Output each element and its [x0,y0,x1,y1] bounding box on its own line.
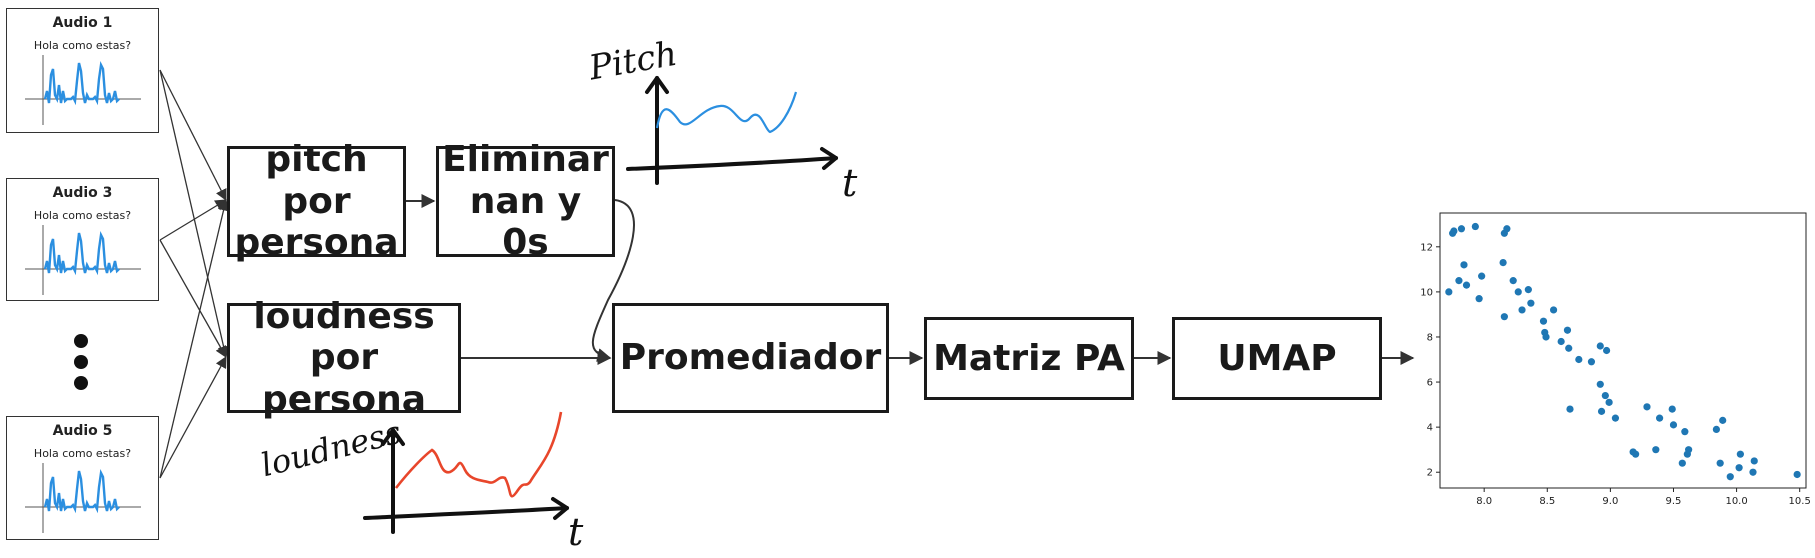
y-tick-label: 10 [1420,287,1433,298]
scatter-point [1632,450,1640,458]
scatter-point [1557,337,1565,346]
pitch-time-label: t [842,161,858,205]
matriz-pa-box[interactable]: Matriz PA [924,317,1134,400]
loudness-time-label: t [568,510,584,554]
umap-box[interactable]: UMAP [1172,317,1382,400]
x-tick-label: 9.5 [1666,496,1682,507]
pipeline-arrows [406,194,1415,365]
y-tick-label: 8 [1427,332,1433,343]
scatter-point [1736,450,1744,458]
loudness-por-persona-box[interactable]: loudness por persona [227,296,461,420]
audio-subtitle: Hola como estas? [33,447,132,460]
scatter-point [1524,286,1532,294]
scatter-point [1597,407,1606,415]
loudness-curve [394,411,563,498]
audio-subtitle: Hola como estas? [33,209,132,222]
waveform-icon [25,463,141,533]
scatter-point [1716,459,1724,467]
plot-frame [1439,212,1807,489]
scatter-point [1575,355,1583,364]
scatter-point [1669,421,1678,429]
pitch-sketch: Pitch t [585,34,858,205]
waveform-icon [25,225,141,295]
fan-in-arrows [159,69,230,479]
ellipsis-dots [74,334,88,390]
scatter-point [1527,299,1535,307]
scatter-point [1478,272,1486,280]
audio-card: Audio 3 Hola como estas? [6,178,159,301]
x-tick-label: 8.5 [1539,496,1555,507]
audio-card: Audio 5 Hola como estas? [6,416,159,540]
scatter-point [1750,457,1758,465]
audio-title: Audio 1 [52,15,113,31]
scatter-point [1587,358,1596,366]
scatter-point [1793,470,1801,479]
loudness-sketch: loudness t [257,411,584,554]
y-tick-label: 4 [1427,423,1433,434]
scatter-point [1455,277,1463,285]
audio-title: Audio 3 [52,185,113,201]
scatter-point [1518,306,1526,314]
scatter-point [1735,464,1743,472]
scatter-point [1549,306,1558,314]
scatter-point [1566,405,1574,413]
scatter-point [1681,428,1689,436]
pitch-curve [655,91,798,134]
scatter-point [1500,313,1508,321]
scatter-point [1678,459,1686,467]
scatter-point [1450,227,1458,235]
scatter-point [1457,225,1466,233]
scatter-point [1712,425,1720,433]
audio-subtitle: Hola como estas? [33,39,132,52]
promediador-box[interactable]: Promediador [612,303,889,413]
scatter-point [1719,416,1727,424]
scatter-point [1445,288,1453,296]
y-tick-label: 6 [1427,378,1433,389]
scatter-point [1656,414,1664,422]
scatter-point [1726,473,1734,481]
x-tick-label: 10.5 [1789,496,1811,507]
umap-scatter-plot: 8.0 8.5 9.0 9.5 10.0 10.5 2 4 6 8 10 12 [1420,212,1811,507]
x-tick-label: 9.0 [1602,496,1618,507]
y-tick-label: 2 [1427,468,1433,479]
scatter-point [1499,258,1507,267]
scatter-point [1471,222,1479,231]
scatter-point [1596,342,1604,350]
scatter-point [1542,333,1550,341]
audio-card: Audio 1 Hola como estas? [6,8,159,133]
scatter-point [1643,403,1651,411]
scatter-point [1652,446,1660,454]
scatter-point [1611,414,1620,422]
scatter-point [1539,317,1548,325]
scatter-point [1460,261,1468,269]
x-tick-label: 10.0 [1725,496,1747,507]
eliminar-nan-box[interactable]: Eliminar nan y 0s [436,139,615,263]
scatter-point [1462,281,1471,289]
scatter-point [1685,446,1693,454]
pitch-axis-label: Pitch [585,34,680,89]
scatter-point [1563,326,1572,334]
scatter-point [1601,391,1609,400]
scatter-point [1475,295,1483,303]
scatter-point [1668,405,1676,413]
audio-title: Audio 5 [52,423,113,439]
scatter-point [1503,225,1511,233]
scatter-point [1749,468,1757,476]
scatter-point [1514,288,1522,296]
loudness-axis-label: loudness [257,413,405,484]
scatter-point [1596,380,1604,388]
scatter-point [1605,398,1613,406]
scatter-point [1509,277,1517,285]
waveform-icon [25,55,141,125]
y-tick-label: 12 [1420,242,1433,253]
x-tick-label: 8.0 [1476,496,1492,507]
pitch-por-persona-box[interactable]: pitch por persona [227,139,406,263]
scatter-point [1602,346,1611,355]
scatter-point [1565,344,1573,352]
